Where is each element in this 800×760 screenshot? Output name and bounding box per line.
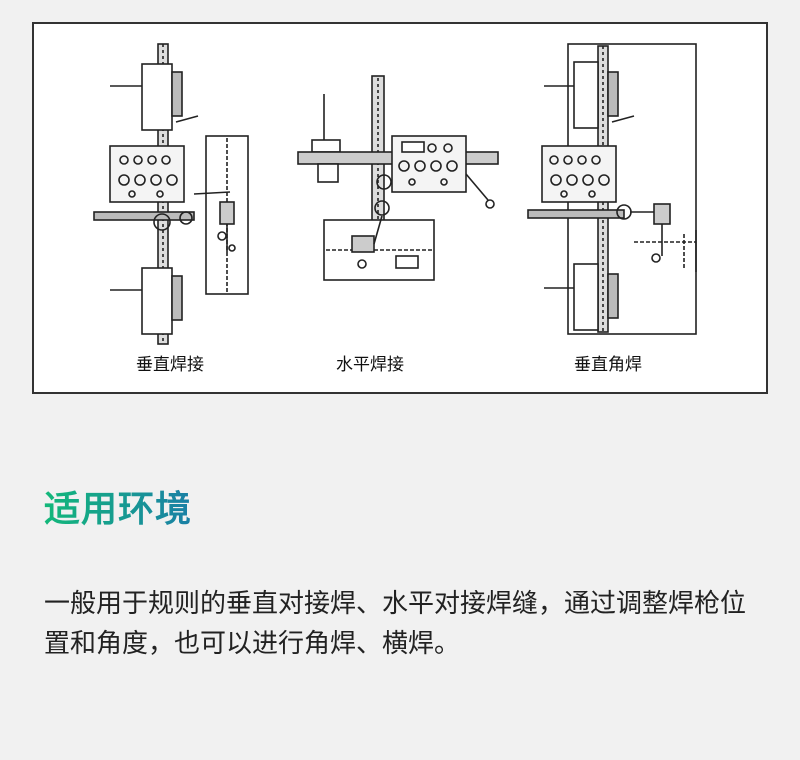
caption-vertical-fillet-welding: 垂直角焊 — [574, 355, 642, 375]
caption-vertical-butt-welding: 垂直焊接 — [136, 355, 204, 375]
vertical-butt-welding-diagram — [93, 43, 249, 345]
section-title: 适用环境 — [44, 480, 192, 532]
horizontal-butt-welding-diagram — [297, 75, 499, 281]
caption-horizontal-butt-welding: 水平焊接 — [336, 355, 404, 375]
welding-diagrams — [93, 43, 697, 345]
vertical-fillet-welding-diagram — [527, 43, 697, 335]
section-description: 一般用于规则的垂直对接焊、水平对接焊缝，通过调整焊枪位置和角度，也可以进行角焊、… — [44, 589, 747, 659]
welding-diagram-frame: 垂直焊接 水平焊接 垂直角焊 — [32, 22, 768, 394]
